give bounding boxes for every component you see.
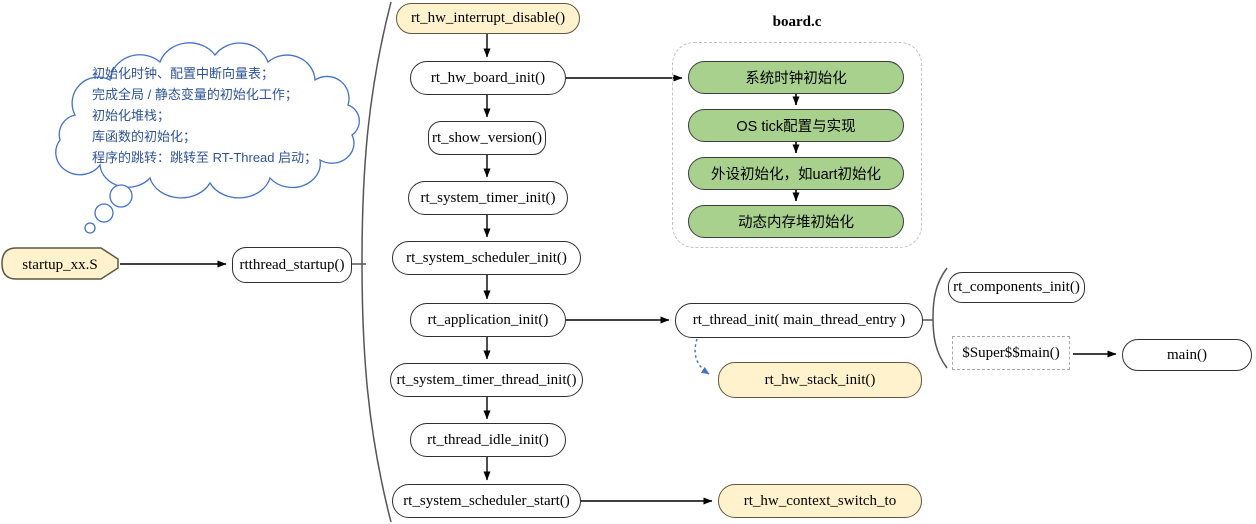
node-rt-hw-interrupt-disable: rt_hw_interrupt_disable()	[396, 3, 580, 34]
node-rt-system-scheduler-init: rt_system_scheduler_init()	[392, 241, 581, 275]
node-rt-components-init: rt_components_init()	[948, 272, 1085, 303]
thought-bubble-2	[94, 203, 114, 223]
node-rtthread-startup: rtthread_startup()	[232, 247, 352, 283]
node-board-step-peripheral: 外设初始化，如uart初始化	[688, 157, 904, 190]
node-main: main()	[1122, 339, 1252, 371]
node-board-step-ostick: OS tick配置与实现	[688, 109, 904, 142]
cloud-shape	[55, 42, 360, 199]
board-group-title: board.c	[772, 14, 822, 30]
startup-file-shape	[1, 247, 119, 280]
sequence-bracket	[361, 1, 392, 523]
node-rt-system-timer-init: rt_system_timer_init()	[408, 181, 568, 215]
startup-file-label: startup_xx.S	[22, 257, 97, 273]
dashed-arrow-threadinit-to-stackinit	[694, 338, 710, 375]
node-rt-system-timer-thread-init: rt_system_timer_thread_init()	[390, 363, 583, 397]
thought-bubble-3	[84, 222, 96, 234]
thread-init-bracket	[932, 267, 948, 369]
cloud-line: 程序的跳转：跳转至 RT-Thread 启动；	[92, 150, 318, 165]
node-rt-application-init: rt_application_init()	[410, 303, 566, 337]
thought-cloud	[55, 42, 360, 234]
node-rt-show-version: rt_show_version()	[428, 121, 546, 155]
cloud-line: 初始化堆栈；	[92, 108, 171, 123]
node-rt-hw-stack-init: rt_hw_stack_init()	[718, 362, 922, 398]
cloud-line: 完成全局 / 静态变量的初始化工作；	[92, 87, 298, 102]
node-super-main: $Super$$main()	[952, 336, 1070, 370]
node-rt-thread-idle-init: rt_thread_idle_init()	[410, 423, 566, 457]
cloud-annotation: 初始化时钟、配置中断向量表； 完成全局 / 静态变量的初始化工作； 初始化堆栈；…	[92, 63, 317, 168]
cloud-line: 库函数的初始化；	[92, 129, 197, 144]
board-group-container	[672, 42, 922, 248]
node-rt-hw-board-init: rt_hw_board_init()	[410, 61, 566, 95]
node-rt-hw-context-switch-to: rt_hw_context_switch_to	[718, 484, 922, 518]
node-rt-thread-init: rt_thread_init( main_thread_entry )	[675, 303, 923, 338]
node-board-step-clock: 系统时钟初始化	[688, 61, 904, 94]
cloud-line: 初始化时钟、配置中断向量表；	[92, 66, 275, 81]
thought-bubble-1	[109, 184, 133, 208]
node-board-step-heap: 动态内存堆初始化	[688, 205, 904, 238]
node-rt-system-scheduler-start: rt_system_scheduler_start()	[392, 484, 581, 518]
